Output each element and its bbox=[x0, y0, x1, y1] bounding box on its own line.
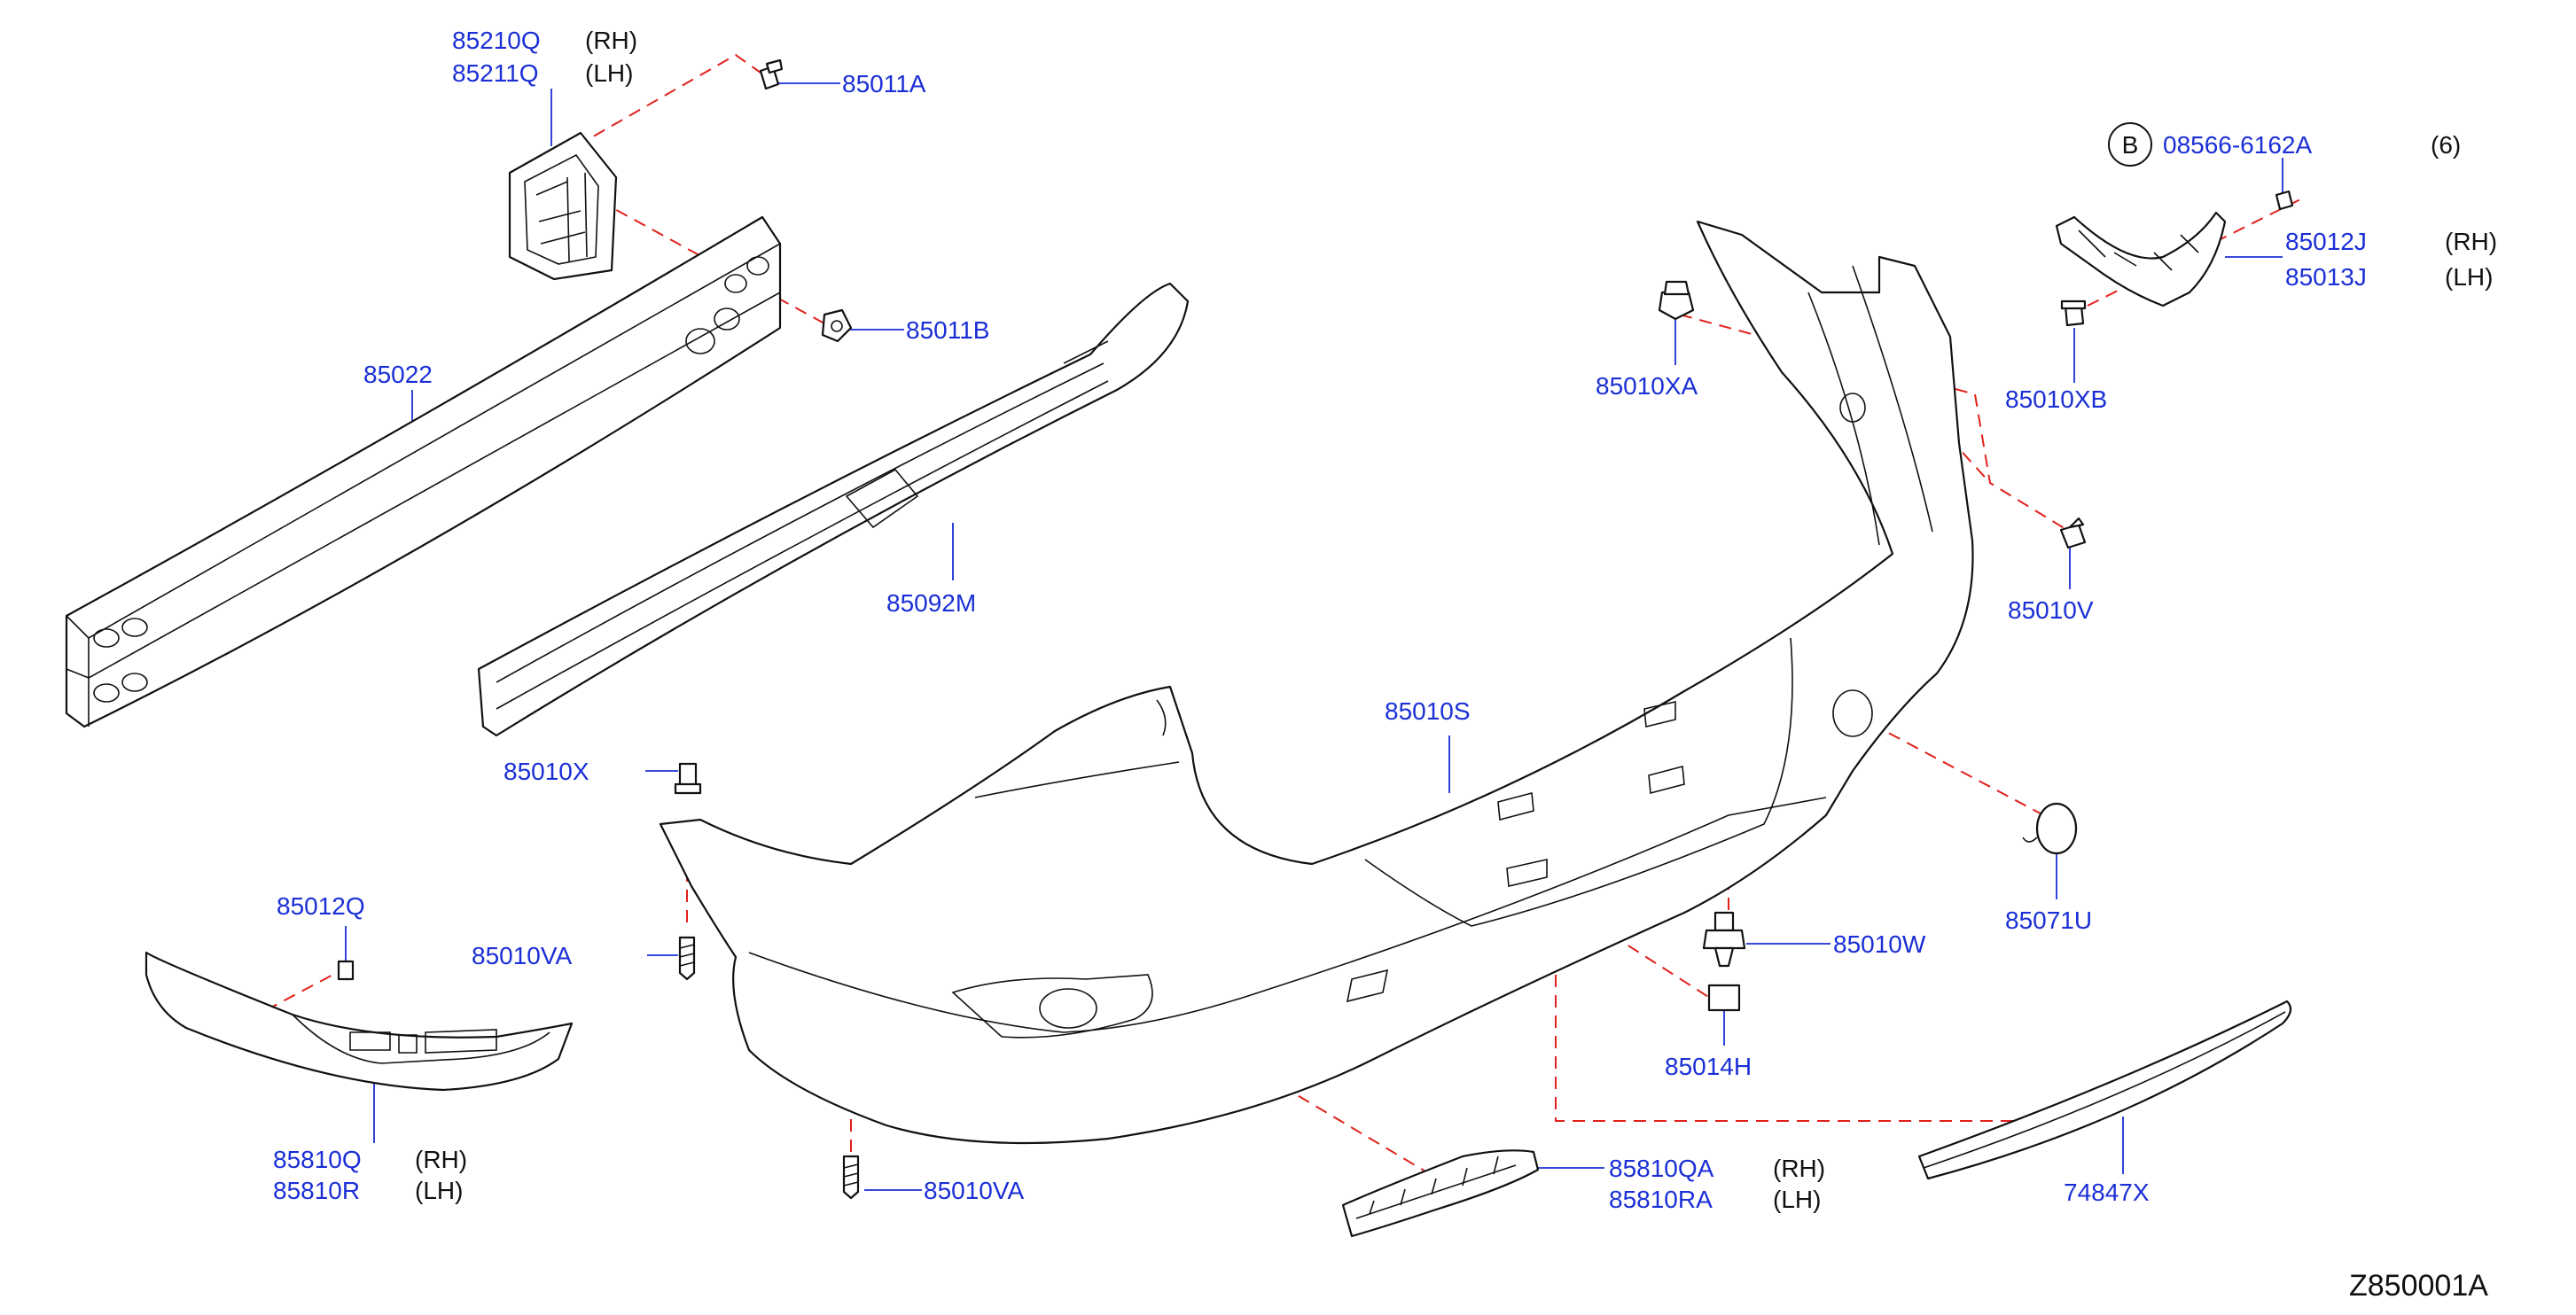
diagram-code: Z850001A bbox=[2349, 1269, 2488, 1303]
label-85010v: 85010V bbox=[2008, 596, 2094, 624]
label-85810r-side: (LH) bbox=[415, 1177, 463, 1204]
strip-74847x-drawing bbox=[1917, 1000, 2292, 1180]
reflector-85810q-drawing bbox=[144, 951, 574, 1092]
fasteners bbox=[337, 58, 2294, 1200]
reinforcement-85022-drawing bbox=[65, 215, 782, 728]
label-85010x: 85010X bbox=[503, 758, 589, 785]
label-85810ra-side: (LH) bbox=[1773, 1186, 1821, 1213]
label-85010va-upper: 85010VA bbox=[472, 942, 572, 969]
bumper-fascia-85010s-drawing bbox=[659, 220, 1974, 1145]
label-85012q: 85012Q bbox=[277, 892, 365, 920]
label-85011a: 85011A bbox=[842, 70, 926, 97]
label-85013j-side: (LH) bbox=[2445, 263, 2493, 291]
label-85810q: 85810Q bbox=[273, 1146, 362, 1173]
label-85071u: 85071U bbox=[2005, 906, 2092, 934]
reflector-85810qa-drawing bbox=[1341, 1149, 1540, 1238]
callout-quantity: (6) bbox=[2431, 131, 2461, 159]
label-85012j: 85012J bbox=[2285, 228, 2367, 255]
label-85012j-side: (RH) bbox=[2445, 228, 2497, 255]
label-85211q-side: (LH) bbox=[585, 59, 633, 87]
label-85010w: 85010W bbox=[1833, 930, 1926, 958]
label-85810r: 85810R bbox=[273, 1177, 360, 1204]
label-85210q-side: (RH) bbox=[585, 27, 637, 54]
label-85010xa: 85010XA bbox=[1596, 372, 1698, 400]
label-08566-6162a: 08566-6162A bbox=[2163, 131, 2312, 159]
bolt-callout: B 08566-6162A (6) bbox=[2108, 122, 2461, 167]
label-85810qa-side: (RH) bbox=[1773, 1155, 1825, 1182]
label-85010s: 85010S bbox=[1385, 697, 1471, 725]
absorber-85092m-drawing bbox=[477, 282, 1190, 737]
label-85210q: 85210Q bbox=[452, 27, 541, 54]
label-74847x: 74847X bbox=[2064, 1179, 2150, 1206]
label-85092m: 85092M bbox=[886, 589, 976, 617]
label-85010va-lower: 85010VA bbox=[924, 1177, 1024, 1204]
bracket-85210q-drawing bbox=[508, 131, 618, 281]
label-85810q-side: (RH) bbox=[415, 1146, 467, 1173]
bracket-85012j-drawing bbox=[2055, 211, 2227, 307]
label-85013j: 85013J bbox=[2285, 263, 2367, 291]
label-85022: 85022 bbox=[363, 361, 433, 388]
callout-letter: B bbox=[2122, 131, 2139, 159]
label-85810ra: 85810RA bbox=[1609, 1186, 1713, 1213]
label-85211q: 85211Q bbox=[452, 59, 539, 87]
part-labels: 85210Q (RH) 85211Q (LH) 85011A 85011B 85… bbox=[273, 27, 2497, 1213]
label-85810qa: 85810QA bbox=[1609, 1155, 1714, 1182]
label-85014h: 85014H bbox=[1665, 1053, 1752, 1080]
label-85010xb: 85010XB bbox=[2005, 385, 2107, 413]
label-85011b: 85011B bbox=[906, 316, 989, 344]
callout-circle bbox=[2108, 122, 2152, 167]
